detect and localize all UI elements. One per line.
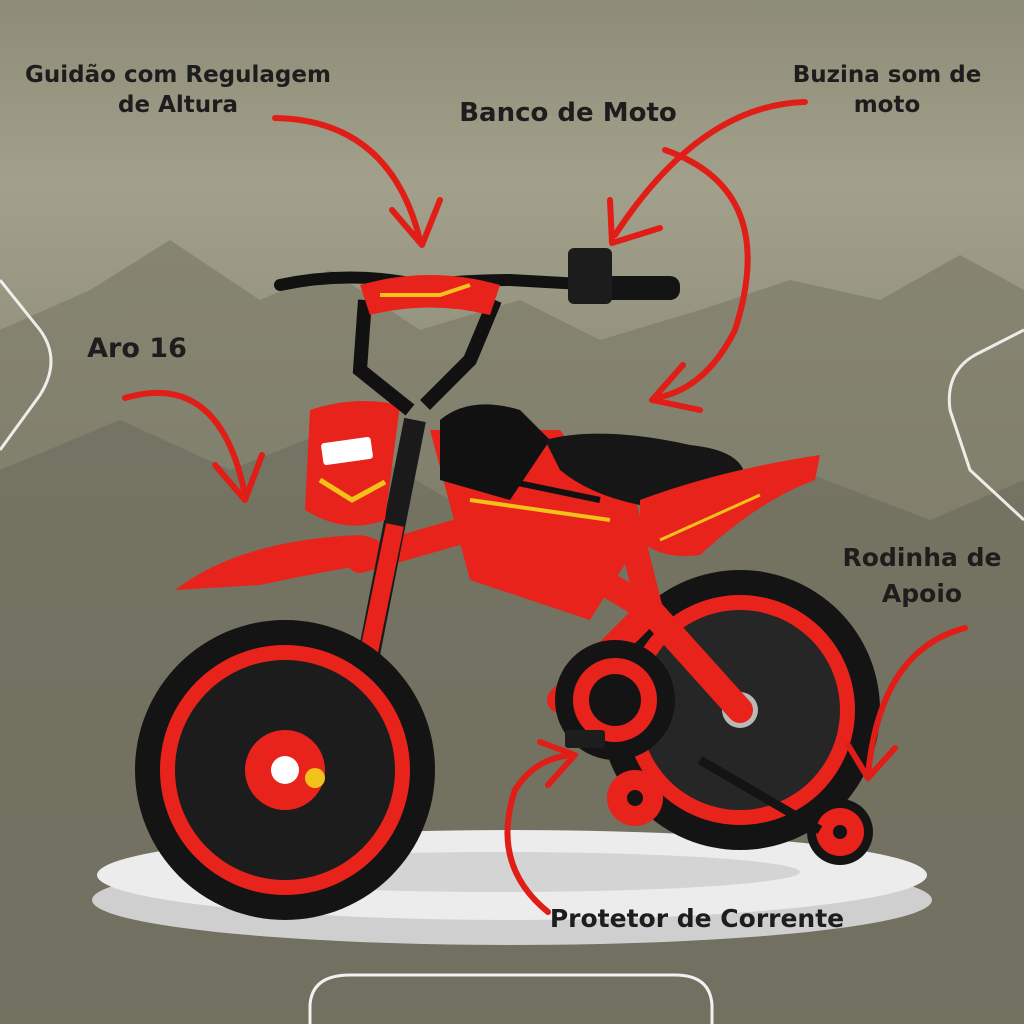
arrow-chain-guard bbox=[504, 752, 575, 915]
arrow-horn bbox=[612, 99, 808, 238]
handlebar-grip bbox=[590, 276, 680, 300]
bike bbox=[135, 248, 880, 920]
label-handlebar: Guidão com Regulagem de Altura bbox=[25, 62, 331, 118]
fuel-tank bbox=[440, 404, 550, 500]
label-rim: Aro 16 bbox=[87, 333, 187, 364]
horn-device bbox=[568, 248, 612, 304]
label-seat: Banco de Moto bbox=[459, 98, 677, 128]
arrow-training-wheels bbox=[865, 625, 968, 778]
label-chain-guard: Protetor de Corrente bbox=[549, 904, 845, 933]
arrow-handlebar bbox=[272, 115, 423, 243]
front-fender bbox=[175, 535, 395, 590]
corner-outline-left bbox=[0, 279, 53, 451]
pedal bbox=[565, 730, 605, 748]
label-horn: Buzina som de moto bbox=[792, 62, 982, 118]
callout-arrows bbox=[122, 99, 968, 915]
number-plate bbox=[305, 401, 400, 526]
corner-outline-right bbox=[947, 328, 1024, 522]
arrow-rim bbox=[122, 389, 248, 498]
arrow-seat bbox=[652, 147, 751, 401]
label-training-wheels: Rodinha de Apoio bbox=[842, 543, 1002, 608]
bottom-tab-outline bbox=[308, 973, 714, 1024]
rear-fender bbox=[640, 455, 820, 556]
